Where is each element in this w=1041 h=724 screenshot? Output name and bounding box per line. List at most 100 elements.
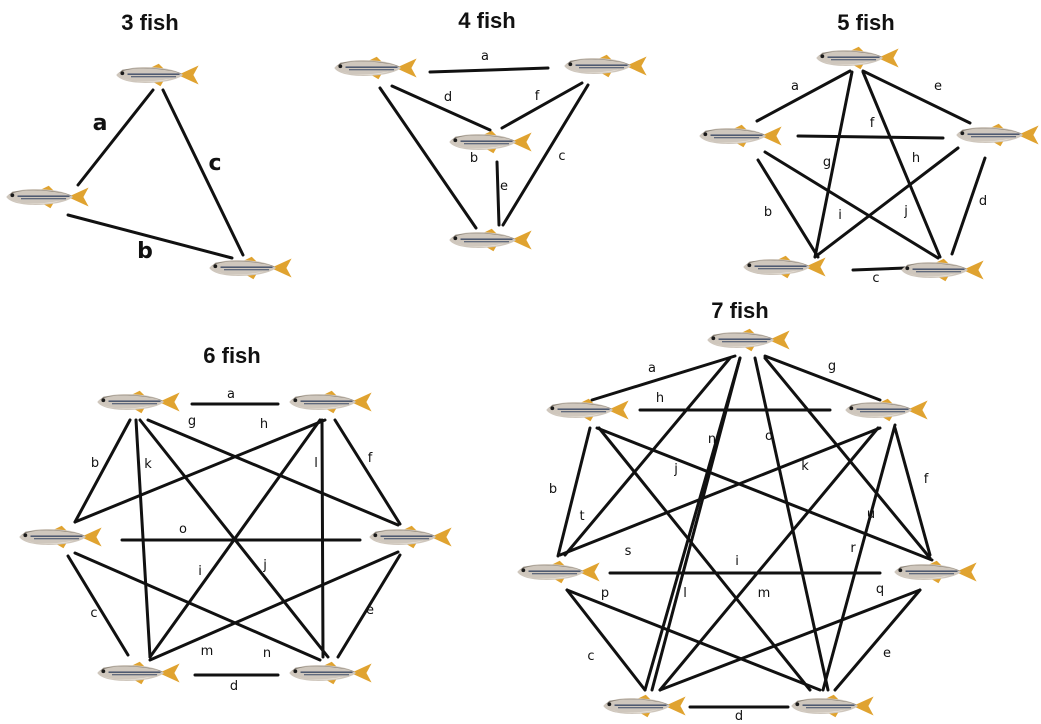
pair-line-f	[893, 426, 932, 557]
pair-line-j	[146, 418, 400, 527]
pair-label-e: e	[934, 79, 942, 94]
pair-label-f: f	[368, 451, 373, 466]
pair-label-s: s	[625, 544, 632, 559]
pair-line-a	[590, 354, 737, 402]
pair-label-b: b	[91, 456, 99, 471]
pair-line-c	[161, 88, 245, 257]
pair-label-j: j	[903, 204, 908, 219]
pair-label-a: a	[648, 361, 656, 376]
pair-label-i: i	[838, 208, 842, 223]
pair-line-b	[556, 426, 592, 558]
diagram-title: 6 fish	[203, 343, 260, 368]
pair-label-c: c	[872, 271, 879, 286]
pair-line-u	[763, 356, 932, 560]
pair-label-t: t	[579, 509, 584, 524]
pair-label-g: g	[823, 155, 831, 170]
pair-line-h	[73, 418, 327, 524]
pair-label-i: i	[198, 564, 202, 579]
pair-label-d: d	[979, 194, 987, 209]
pair-label-l: l	[683, 586, 687, 601]
pair-line-m	[148, 550, 400, 662]
pair-line-a	[755, 69, 852, 123]
pair-line-i	[763, 150, 940, 260]
zebrafish-icon	[18, 524, 103, 550]
pair-line-c	[66, 554, 130, 657]
pair-label-h: h	[912, 151, 920, 166]
pair-label-d: d	[735, 709, 743, 724]
pair-label-f: f	[870, 116, 875, 131]
pair-line-e	[833, 588, 922, 692]
pair-line-r	[821, 423, 897, 692]
pair-label-k: k	[801, 459, 809, 474]
pair-label-q: q	[876, 582, 884, 597]
pair-label-f: f	[535, 89, 540, 104]
pair-line-g	[813, 70, 854, 259]
pair-label-r: r	[850, 541, 856, 556]
pair-label-e: e	[366, 603, 374, 618]
pair-label-g: g	[188, 414, 196, 429]
zebrafish-icon	[448, 129, 533, 155]
pair-line-h	[861, 70, 942, 259]
pair-label-a: a	[481, 49, 489, 64]
zebrafish-icon	[698, 123, 783, 149]
pair-label-h: h	[260, 417, 268, 432]
zebrafish-icon	[96, 660, 181, 686]
pair-label-a: a	[227, 387, 235, 402]
diagram-title: 3 fish	[121, 10, 178, 35]
pair-line-a	[76, 88, 155, 187]
diagram-title: 5 fish	[837, 10, 894, 35]
pair-label-j: j	[262, 558, 267, 573]
pair-label-a: a	[791, 79, 799, 94]
zebrafish-icon	[563, 53, 648, 79]
pair-line-m	[658, 426, 880, 692]
zebrafish-icon	[5, 184, 90, 210]
pair-line-t	[563, 356, 732, 557]
pair-line-o	[753, 356, 830, 692]
pair-line-s	[643, 356, 742, 692]
pair-label-a: a	[93, 111, 108, 136]
zebrafish-icon	[288, 660, 373, 686]
pair-label-b: b	[549, 482, 557, 497]
zebrafish-icon	[815, 45, 900, 71]
zebrafish-icon	[516, 559, 601, 585]
pair-line-e	[336, 553, 402, 659]
pair-label-g: g	[828, 359, 836, 374]
pair-line-q	[658, 588, 922, 692]
pair-line-b	[73, 418, 132, 524]
pair-label-h: h	[656, 391, 664, 406]
pair-label-c: c	[558, 149, 565, 164]
pair-label-o: o	[765, 429, 773, 444]
pair-label-e: e	[500, 179, 508, 194]
pair-line-j	[595, 426, 934, 562]
pair-label-j: j	[673, 462, 678, 477]
pair-line-b	[66, 213, 234, 260]
zebrafish-icon	[742, 254, 827, 280]
pair-label-n: n	[708, 432, 716, 447]
zebrafish-icon	[844, 397, 929, 423]
diagram-title: 7 fish	[711, 298, 768, 323]
zebrafish-icon	[96, 389, 181, 415]
pair-line-f	[796, 134, 945, 140]
pair-line-b	[756, 158, 820, 259]
zebrafish-icon	[790, 693, 875, 719]
zebrafish-icon	[208, 255, 293, 281]
pair-label-b: b	[470, 151, 478, 166]
zebrafish-icon	[333, 55, 418, 81]
zebrafish-icon	[115, 62, 200, 88]
pair-line-n	[73, 551, 322, 662]
zebrafish-icon	[893, 559, 978, 585]
pair-label-d: d	[444, 90, 452, 105]
pair-line-k	[558, 426, 882, 557]
pair-label-m: m	[758, 586, 771, 601]
pair-line-b	[378, 86, 478, 230]
pair-line-j	[813, 146, 960, 259]
pair-label-b: b	[137, 239, 153, 264]
pair-label-u: u	[867, 507, 875, 522]
pair-label-c: c	[208, 151, 221, 176]
pair-label-m: m	[201, 644, 214, 659]
pair-label-f: f	[924, 472, 929, 487]
